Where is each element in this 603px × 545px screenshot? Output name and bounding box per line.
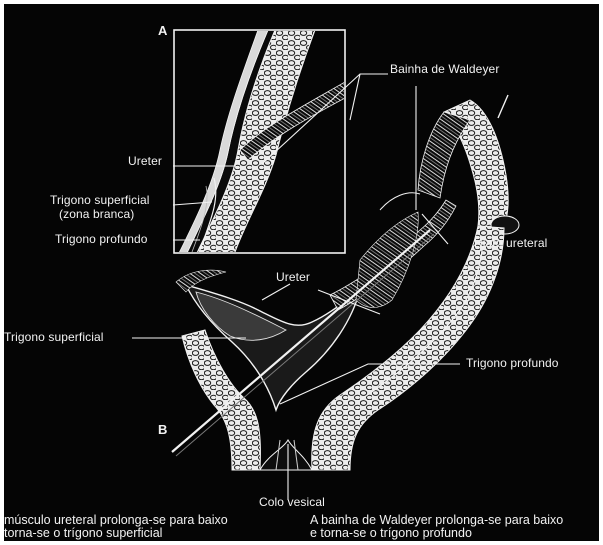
- label-inset-ureter: Ureter: [128, 155, 162, 168]
- bladder-neck: [260, 440, 312, 470]
- section-line-b: [172, 230, 430, 452]
- inset-letter-a: A: [158, 24, 168, 37]
- label-hiato-ureteral: Hiato ureteral: [474, 237, 547, 250]
- label-inset-trigono-profundo: Trigono profundo: [55, 233, 148, 246]
- main-letter-b: B: [158, 423, 168, 436]
- waldeyer-sheath-fringe: [418, 112, 470, 198]
- label-colo-vesical: Colo vesical: [259, 496, 325, 509]
- label-bainha-waldeyer: Bainha de Waldeyer: [390, 63, 499, 76]
- caption-left-line2: torna-se o trígono superficial: [4, 527, 162, 540]
- label-main-ureter: Ureter: [276, 271, 310, 284]
- label-main-trigono-superficial: Trigono superficial: [4, 331, 104, 344]
- label-main-trigono-profundo: Trigono profundo: [466, 357, 559, 370]
- caption-right-line2: e torna-se o trígono profundo: [310, 527, 472, 540]
- inset-panel-a: [174, 30, 345, 255]
- label-inset-trigono-superficial: Trigono superficial: [50, 194, 150, 207]
- label-inset-zona-branca: (zona branca): [59, 208, 134, 221]
